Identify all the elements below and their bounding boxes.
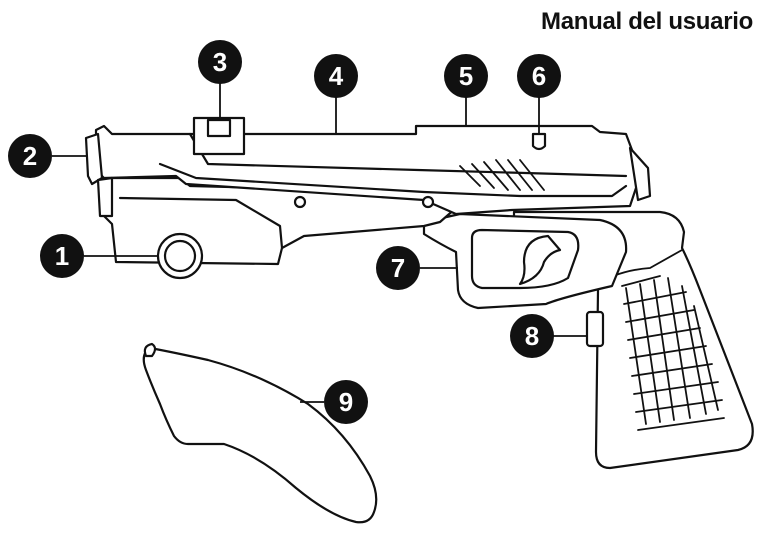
callout-5: 5 [444,54,488,98]
callout-9-label: 9 [339,387,353,417]
callout-4-label: 4 [329,61,344,91]
callout-6-label: 6 [532,61,546,91]
callout-8: 8 [510,314,554,358]
trigger [518,234,562,286]
grip-texture [621,275,725,431]
muzzle [84,132,104,186]
indicator-hole [531,132,547,151]
pin-front [293,195,307,209]
callout-2: 2 [8,134,52,178]
pin-rear [421,195,435,209]
leader-lines [52,82,588,403]
callout-5-label: 5 [459,61,473,91]
loose-cover [142,346,378,524]
callout-7-label: 7 [391,253,405,283]
top-sight-notch [206,118,232,138]
front-button [163,239,197,273]
callout-7: 7 [376,246,420,290]
callout-3-label: 3 [213,47,227,77]
callout-4: 4 [314,54,358,98]
slide-lower-edge [158,162,628,198]
lower-body-edge [118,196,284,250]
callout-2-label: 2 [23,141,37,171]
side-button [585,310,605,348]
callout-3: 3 [198,40,242,84]
callout-1-label: 1 [55,241,69,271]
rear-plate [628,146,652,202]
callout-9: 9 [324,380,368,424]
callout-6: 6 [517,54,561,98]
slide-vents [459,159,545,191]
loose-cover-tab [143,342,157,358]
page-title: Manual del usuario [541,8,753,35]
callout-1: 1 [40,234,84,278]
muzzle-inner [96,176,114,218]
callout-8-label: 8 [525,321,539,351]
